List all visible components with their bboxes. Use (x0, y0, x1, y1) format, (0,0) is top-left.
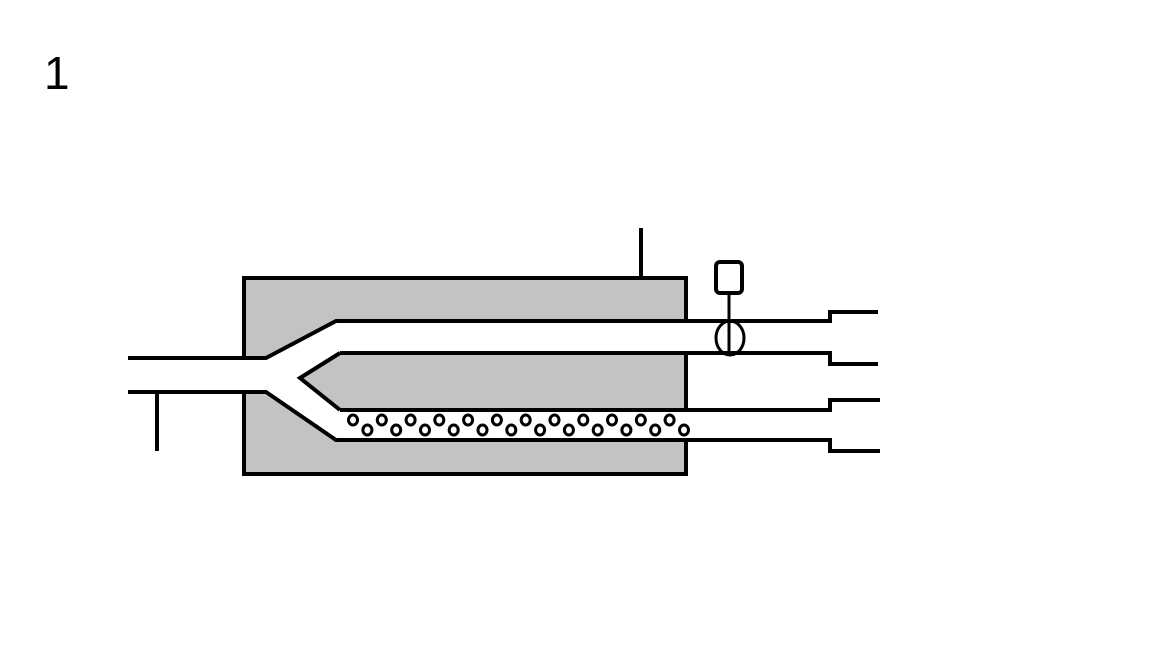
bubble (591, 423, 604, 437)
bubble (534, 423, 547, 437)
divider-wedge (296, 351, 342, 412)
bubble (620, 423, 633, 437)
bubble (404, 413, 417, 427)
upper-channel-lower-wall (340, 351, 878, 366)
bubble (634, 413, 647, 427)
bubble (462, 413, 475, 427)
bubble (490, 413, 503, 427)
bubble (649, 423, 662, 437)
valve-actuator (714, 260, 744, 295)
inlet-lower-wall (128, 390, 880, 453)
bubble (361, 423, 374, 437)
housing-block (242, 276, 688, 476)
bubble (419, 423, 431, 437)
bubble (476, 423, 489, 437)
bubble (562, 423, 575, 437)
bubble (447, 423, 460, 437)
bubble (390, 423, 403, 437)
figure-number: 1 (44, 47, 70, 99)
bubble (663, 413, 676, 427)
bubbles-group (347, 413, 690, 437)
bubble (347, 413, 359, 427)
inlet-upper-wall (128, 310, 878, 360)
bubble (678, 423, 690, 437)
bubble (375, 413, 388, 427)
bubble (519, 413, 532, 427)
bubble (433, 413, 446, 427)
bubble (577, 413, 590, 427)
bubble (606, 413, 618, 427)
valve-body (714, 319, 746, 357)
bubble (548, 413, 561, 427)
lower-channel-upper-wall (340, 398, 880, 412)
bubble (505, 423, 518, 437)
